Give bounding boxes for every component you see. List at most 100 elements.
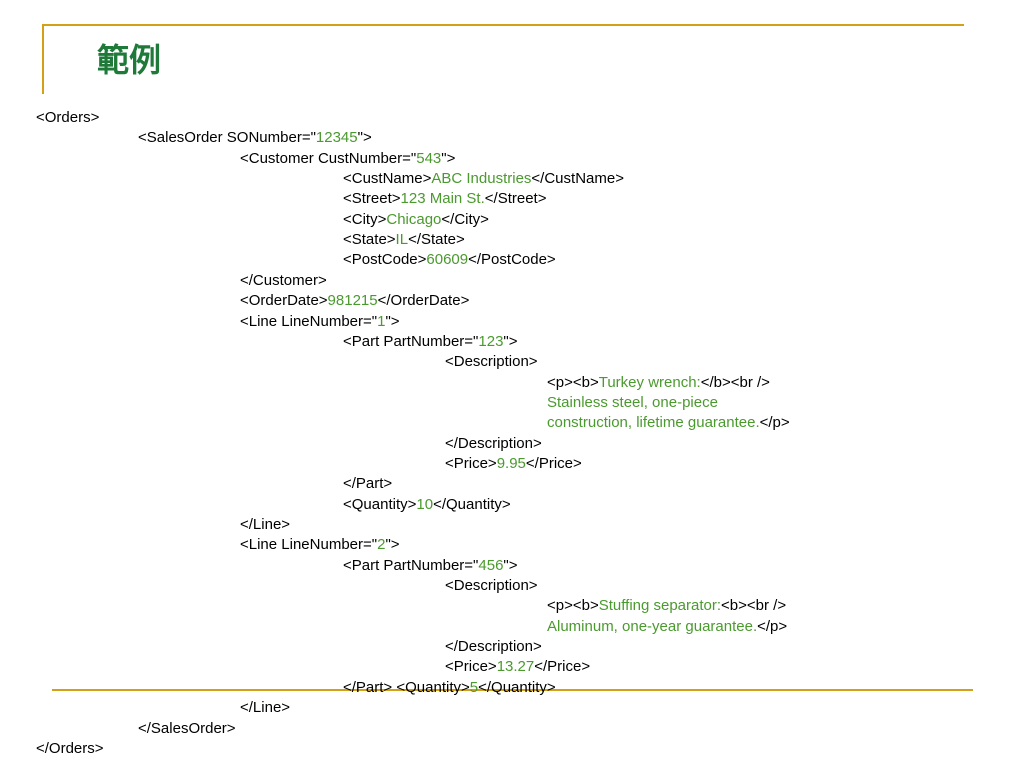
top-divider-line (42, 24, 964, 26)
code-line: <Price>13.27</Price> (445, 657, 590, 677)
xml-tag-text: <OrderDate> (240, 292, 328, 310)
code-line: <PostCode>60609</PostCode> (343, 250, 556, 270)
code-line: </Line> (240, 515, 290, 535)
xml-value-text: IL (395, 231, 409, 249)
xml-tag-text: <Line LineNumber=" (240, 312, 378, 330)
xml-tag-text: </City> (441, 210, 489, 228)
xml-tag-text: <p><b> (547, 597, 599, 615)
xml-tag-text: <Orders> (36, 109, 100, 126)
xml-tag-text: </State> (408, 231, 465, 249)
xml-tag-text: </b><br /> (700, 373, 770, 391)
xml-tag-text: <Quantity> (343, 495, 417, 513)
code-line: <CustName>ABC Industries</CustName> (343, 169, 624, 189)
xml-value-text: Stainless steel, one-piece (547, 393, 718, 411)
xml-tag-text: </Quantity> (478, 678, 556, 696)
xml-tag-text: </Quantity> (433, 495, 511, 513)
code-line: Aluminum, one-year guarantee.</p> (547, 617, 787, 637)
xml-tag-text: </CustName> (531, 170, 624, 188)
code-line: </Description> (445, 434, 542, 454)
xml-value-text: 1 (377, 312, 386, 330)
code-line: <Description> (445, 576, 538, 596)
xml-tag-text: </Line> (240, 516, 291, 533)
code-line: <p><b>Stuffing separator:<b><br /> (547, 596, 786, 616)
code-line: <Quantity>10</Quantity> (343, 495, 511, 515)
slide-title: 範例 (97, 41, 162, 79)
code-line: <Part PartNumber="123"> (343, 332, 518, 352)
xml-tag-text: <Part PartNumber=" (343, 332, 479, 350)
xml-value-text: Chicago (386, 210, 442, 228)
xml-tag-text: </Price> (534, 658, 591, 676)
code-line: <Orders> (36, 108, 99, 128)
xml-tag-text: </OrderDate> (377, 292, 470, 310)
xml-tag-text: "> (357, 129, 372, 147)
xml-value-text: 12345 (315, 129, 358, 147)
xml-tag-text: <PostCode> (343, 251, 427, 269)
xml-tag-text: </Price> (525, 454, 582, 472)
code-line: <OrderDate>981215</OrderDate> (240, 291, 469, 311)
xml-tag-text: </Description> (445, 434, 542, 452)
xml-value-text: Aluminum, one-year guarantee. (547, 617, 758, 635)
xml-tag-text: "> (503, 556, 518, 574)
code-line: </Description> (445, 637, 542, 657)
code-line: <SalesOrder SONumber="12345"> (138, 128, 372, 148)
code-line: <Line LineNumber="2"> (240, 535, 400, 555)
xml-value-text: Stuffing separator: (598, 597, 722, 615)
xml-tag-text: </Description> (445, 638, 542, 656)
xml-tag-text: "> (385, 312, 400, 330)
xml-value-text: 123 (478, 332, 504, 350)
code-line: <City>Chicago</City> (343, 210, 489, 230)
code-line: </Part> (343, 474, 392, 494)
xml-value-text: 543 (416, 149, 442, 167)
xml-tag-text: <Price> (445, 454, 497, 472)
xml-value-text: 456 (478, 556, 504, 574)
xml-value-text: 60609 (426, 251, 469, 269)
left-accent-line (42, 24, 44, 94)
xml-tag-text: "> (441, 149, 456, 167)
xml-value-text: 5 (469, 678, 479, 696)
xml-tag-text: <SalesOrder SONumber=" (138, 129, 316, 147)
xml-value-text: 10 (416, 495, 434, 513)
code-line: <Part PartNumber="456"> (343, 556, 518, 576)
code-line: <Customer CustNumber="543"> (240, 149, 455, 169)
xml-tag-text: <Line LineNumber=" (240, 536, 378, 554)
xml-value-text: 981215 (327, 292, 378, 310)
xml-tag-text: </Line> (240, 699, 291, 717)
code-line: construction, lifetime guarantee.</p> (547, 413, 790, 433)
code-line: <State>IL</State> (343, 230, 465, 250)
xml-value-text: 123 Main St. (400, 190, 485, 208)
xml-value-text: construction, lifetime guarantee. (547, 414, 760, 432)
xml-tag-text: <b><br /> (721, 597, 787, 615)
code-line: </SalesOrder> (138, 719, 236, 739)
xml-tag-text: </p> (757, 617, 788, 635)
code-line: <Description> (445, 352, 538, 372)
xml-tag-text: "> (385, 536, 400, 554)
xml-tag-text: </PostCode> (468, 251, 556, 269)
code-line: </Part> <Quantity>5</Quantity> (343, 678, 556, 698)
xml-tag-text: <City> (343, 210, 387, 228)
xml-tag-text: <Part PartNumber=" (343, 556, 479, 574)
xml-tag-text: </Customer> (240, 271, 327, 289)
xml-tag-text: <Customer CustNumber=" (240, 149, 417, 167)
xml-tag-text: </Part> <Quantity> (343, 678, 470, 696)
code-line: <Street>123 Main St.</Street> (343, 189, 546, 209)
code-line: Stainless steel, one-piece (547, 393, 718, 413)
code-line: </Orders> (36, 739, 104, 759)
xml-tag-text: <Price> (445, 658, 497, 676)
xml-tag-text: <p><b> (547, 373, 599, 391)
xml-tag-text: "> (503, 332, 518, 350)
code-line: </Customer> (240, 271, 327, 291)
xml-value-text: Turkey wrench: (598, 373, 701, 391)
xml-tag-text: </Part> (343, 475, 393, 493)
code-line: </Line> (240, 698, 290, 718)
code-line: <p><b>Turkey wrench:</b><br /> (547, 373, 770, 393)
xml-tag-text: </p> (759, 414, 790, 432)
xml-value-text: ABC Industries (431, 170, 532, 188)
code-line: <Line LineNumber="1"> (240, 312, 400, 332)
xml-tag-text: </Street> (484, 190, 547, 208)
xml-value-text: 2 (377, 536, 386, 554)
xml-tag-text: <CustName> (343, 170, 432, 188)
code-line: <Price>9.95</Price> (445, 454, 582, 474)
xml-tag-text: <State> (343, 231, 396, 249)
xml-tag-text: <Description> (445, 353, 538, 371)
bottom-divider-line (52, 689, 973, 691)
